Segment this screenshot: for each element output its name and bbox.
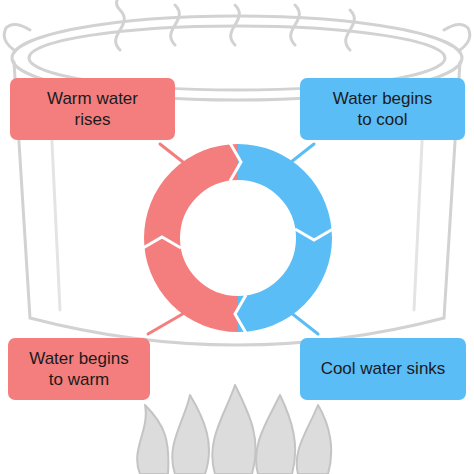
step-box: Cool water sinks <box>300 338 466 400</box>
step-label: Water begins to warm <box>23 348 135 391</box>
step-label: Cool water sinks <box>321 358 446 379</box>
step-label: Water begins to cool <box>327 88 439 131</box>
step-box: Water begins to warm <box>8 338 150 400</box>
step-label: Warm water rises <box>34 88 152 131</box>
step-box: Water begins to cool <box>300 78 465 140</box>
step-box: Warm water rises <box>10 78 175 140</box>
